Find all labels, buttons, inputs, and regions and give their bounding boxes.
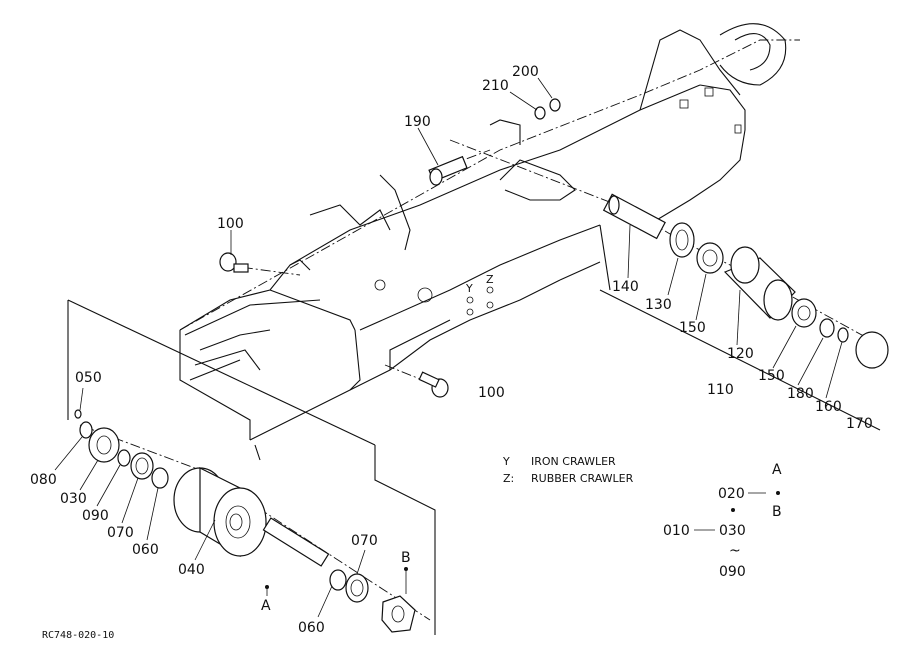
leader-lines (54, 77, 843, 618)
bolt-190 (428, 155, 468, 186)
key-030: 030 (719, 523, 746, 539)
marker-y: Y (465, 282, 473, 295)
cylinder-120 (723, 246, 796, 321)
legend-y-text: IRON CRAWLER (531, 455, 616, 468)
key-b: B (772, 504, 782, 520)
bolt-050 (74, 409, 82, 419)
key-a: A (772, 462, 782, 478)
key-020: 020 (718, 486, 745, 502)
marker-b: B (401, 550, 411, 566)
bolt-100-lower (418, 371, 449, 398)
label-100-upper: 100 (217, 216, 244, 232)
label-060-left: 060 (132, 542, 159, 558)
seal-070-left (130, 452, 154, 480)
label-130: 130 (645, 297, 672, 313)
label-030: 030 (60, 491, 87, 507)
assembly-key: A B 020 010 030 ~ 090 (663, 462, 782, 580)
nut-200 (549, 98, 561, 112)
bushing-150-b (791, 298, 817, 328)
idler-040 (173, 467, 267, 558)
label-160: 160 (815, 399, 842, 415)
bushing-060-left (151, 467, 169, 489)
label-060-right: 060 (298, 620, 325, 636)
cap-170 (855, 331, 889, 369)
crawler-legend: Y IRON CRAWLER Z: RUBBER CRAWLER (502, 455, 634, 485)
key-tilde: ~ (729, 543, 741, 559)
label-100-lower: 100 (478, 385, 505, 401)
label-150-a: 150 (679, 320, 706, 336)
label-070-right: 070 (351, 533, 378, 549)
label-110: 110 (707, 382, 734, 398)
label-190: 190 (404, 114, 431, 130)
label-180: 180 (787, 386, 814, 402)
label-150-b: 150 (758, 368, 785, 384)
legend-y-key: Y (502, 455, 510, 468)
legend-z-key: Z: (503, 472, 514, 485)
label-120: 120 (727, 346, 754, 362)
point-markers (265, 567, 408, 596)
label-040: 040 (178, 562, 205, 578)
drawing-reference: RC748-020-10 (42, 630, 114, 641)
label-080: 080 (30, 472, 57, 488)
shaft-020 (262, 517, 330, 567)
track-frame (179, 23, 800, 461)
bushing-150-a (696, 242, 724, 274)
label-140: 140 (612, 279, 639, 295)
bolt-100-upper (219, 252, 249, 273)
washer-180 (819, 318, 835, 338)
bushing-060-right (329, 569, 347, 591)
collar-080 (79, 421, 93, 439)
label-170: 170 (846, 416, 873, 432)
key-090: 090 (719, 564, 746, 580)
seal-130 (669, 222, 695, 258)
label-050: 050 (75, 370, 102, 386)
seal-070-right (345, 573, 369, 603)
key-010: 010 (663, 523, 690, 539)
marker-z: Z (486, 273, 494, 286)
idler-section-box (67, 289, 881, 635)
marker-a: A (261, 598, 271, 614)
label-210: 210 (482, 78, 509, 94)
label-070-left: 070 (107, 525, 134, 541)
ring-160 (837, 327, 849, 343)
bracket-010 (381, 595, 416, 633)
label-090: 090 (82, 508, 109, 524)
washer-210 (534, 106, 546, 120)
oring-090 (117, 449, 131, 467)
bracket-030 (88, 427, 120, 463)
legend-z-text: RUBBER CRAWLER (531, 472, 634, 485)
shaft-140 (602, 193, 666, 240)
label-200: 200 (512, 64, 539, 80)
